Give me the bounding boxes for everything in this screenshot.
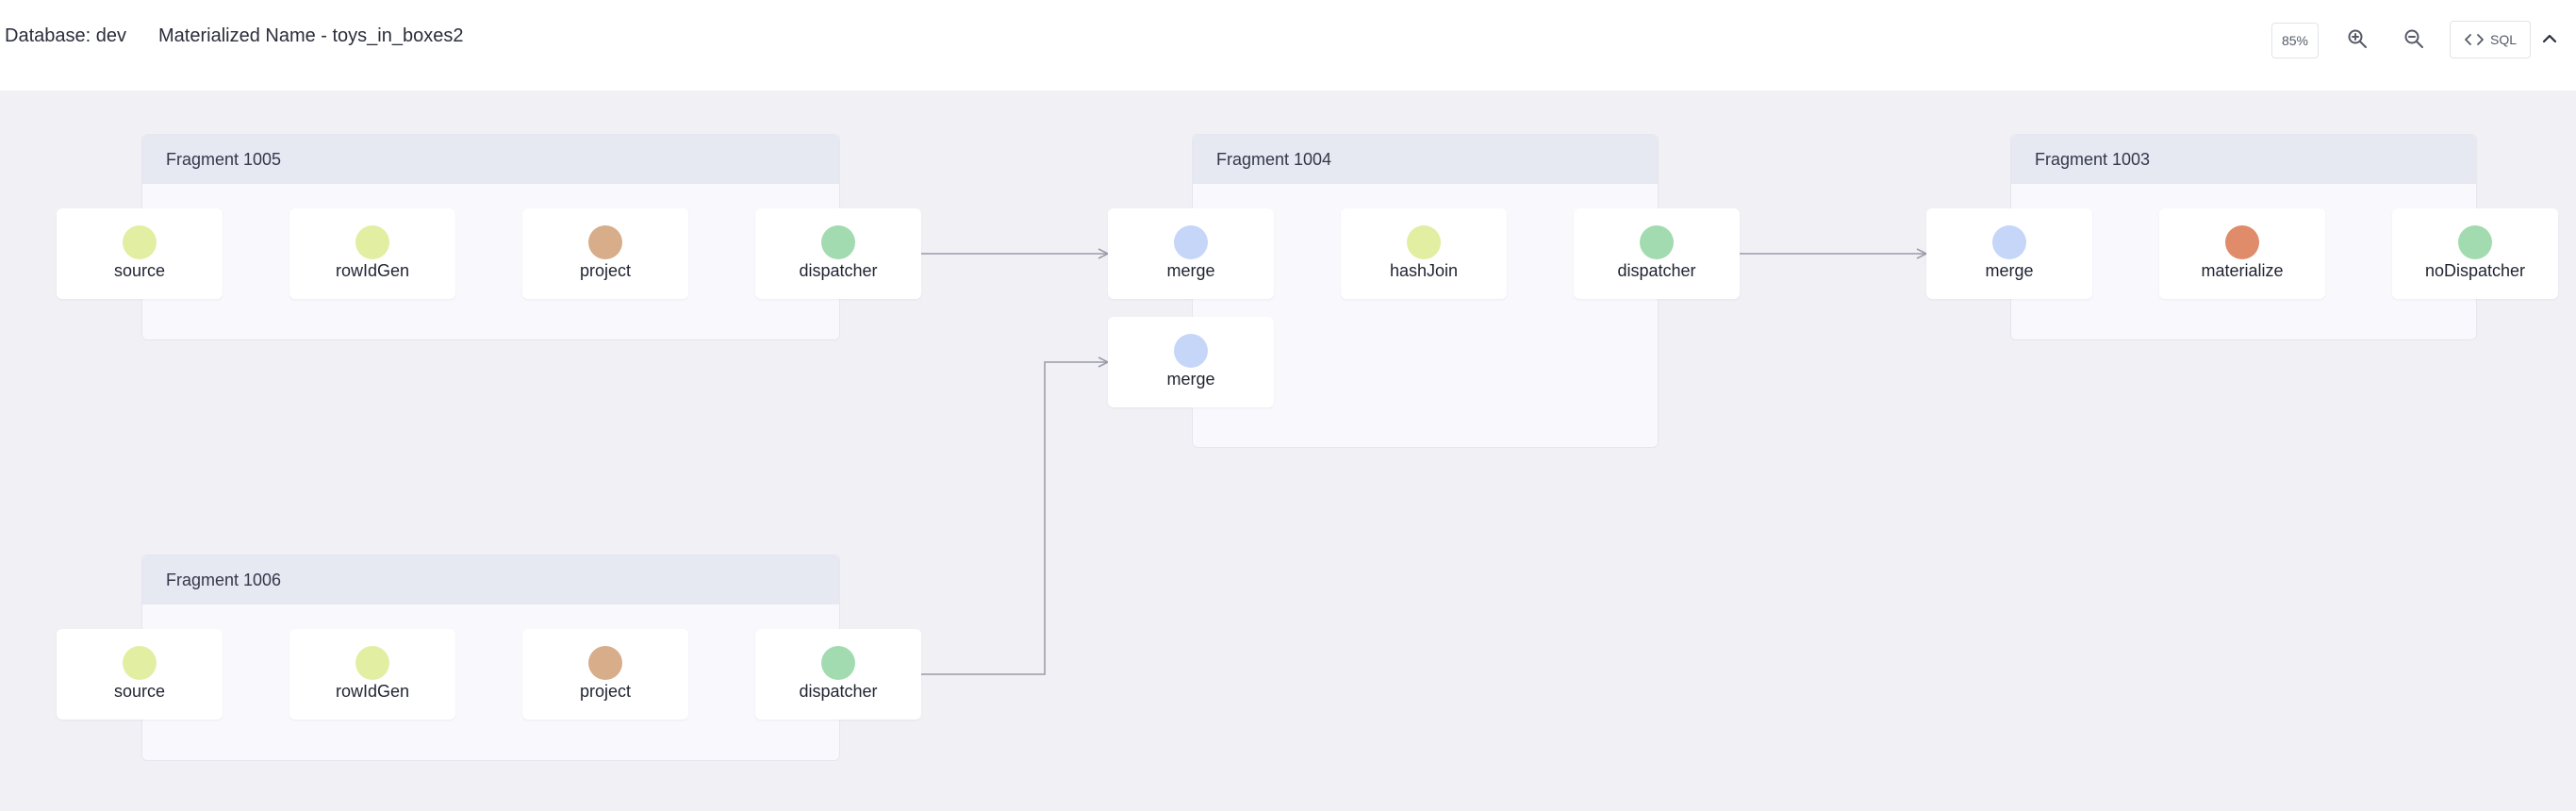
fragment-title: Fragment 1006	[142, 555, 839, 604]
node-label: hashJoin	[1389, 261, 1459, 280]
node-status-dot	[123, 646, 157, 680]
node-status-dot	[1174, 225, 1208, 259]
node-merge[interactable]: merge	[1926, 208, 2092, 299]
node-rowidgen[interactable]: rowIdGen	[289, 629, 455, 720]
database-label: Database: dev	[5, 25, 126, 46]
node-status-dot	[1174, 334, 1208, 368]
node-status-dot	[2225, 225, 2259, 259]
node-merge[interactable]: merge	[1108, 317, 1274, 407]
node-status-dot	[355, 225, 389, 259]
node-status-dot	[355, 646, 389, 680]
node-rowidgen[interactable]: rowIdGen	[289, 208, 455, 299]
zoom-in-button[interactable]	[2338, 21, 2376, 57]
fragment-title: Fragment 1004	[1193, 135, 1658, 184]
node-label: merge	[1166, 370, 1215, 389]
node-label: rowIdGen	[335, 682, 410, 701]
graph-canvas[interactable]: Fragment 1005 Fragment 1004 Fragment 100…	[0, 91, 2576, 811]
node-source[interactable]: source	[57, 208, 223, 299]
node-label: dispatcher	[799, 261, 878, 280]
node-status-dot	[821, 225, 855, 259]
top-bar: Database: dev Materialized Name - toys_i…	[0, 0, 2576, 91]
node-status-dot	[588, 646, 622, 680]
chevron-up-icon	[2542, 34, 2557, 43]
node-dispatcher[interactable]: dispatcher	[755, 208, 921, 299]
node-label: project	[579, 261, 632, 280]
zoom-in-icon	[2348, 29, 2367, 48]
fragment-1005: Fragment 1005	[141, 134, 840, 340]
node-nodispatcher[interactable]: noDispatcher	[2392, 208, 2558, 299]
code-icon	[2465, 34, 2484, 45]
node-label: dispatcher	[1617, 261, 1696, 280]
node-status-dot	[123, 225, 157, 259]
zoom-out-button[interactable]	[2395, 21, 2433, 57]
zoom-level-badge: 85%	[2271, 23, 2319, 58]
node-label: materialize	[2201, 261, 2284, 280]
node-status-dot	[588, 225, 622, 259]
node-label: project	[579, 682, 632, 701]
node-status-dot	[2458, 225, 2492, 259]
node-label: merge	[1985, 261, 2034, 280]
node-label: source	[113, 682, 166, 701]
zoom-out-icon	[2404, 29, 2423, 48]
node-status-dot	[1992, 225, 2026, 259]
node-materialize[interactable]: materialize	[2159, 208, 2325, 299]
node-merge[interactable]: merge	[1108, 208, 1274, 299]
node-dispatcher[interactable]: dispatcher	[1574, 208, 1740, 299]
fragment-1006: Fragment 1006	[141, 554, 840, 761]
node-hashjoin[interactable]: hashJoin	[1341, 208, 1507, 299]
node-dispatcher[interactable]: dispatcher	[755, 629, 921, 720]
fragment-title: Fragment 1003	[2011, 135, 2476, 184]
collapse-button[interactable]	[2533, 21, 2567, 57]
node-status-dot	[1640, 225, 1674, 259]
node-status-dot	[1407, 225, 1441, 259]
fragment-title: Fragment 1005	[142, 135, 839, 184]
node-status-dot	[821, 646, 855, 680]
node-label: dispatcher	[799, 682, 878, 701]
edge	[921, 362, 1108, 675]
node-label: noDispatcher	[2424, 261, 2526, 280]
sql-label: SQL	[2489, 32, 2517, 47]
materialized-name-label: Materialized Name - toys_in_boxes2	[158, 25, 464, 46]
node-source[interactable]: source	[57, 629, 223, 720]
sql-toggle-button[interactable]: SQL	[2450, 21, 2531, 58]
node-project[interactable]: project	[522, 208, 688, 299]
node-label: rowIdGen	[335, 261, 410, 280]
node-label: source	[113, 261, 166, 280]
node-label: merge	[1166, 261, 1215, 280]
node-project[interactable]: project	[522, 629, 688, 720]
